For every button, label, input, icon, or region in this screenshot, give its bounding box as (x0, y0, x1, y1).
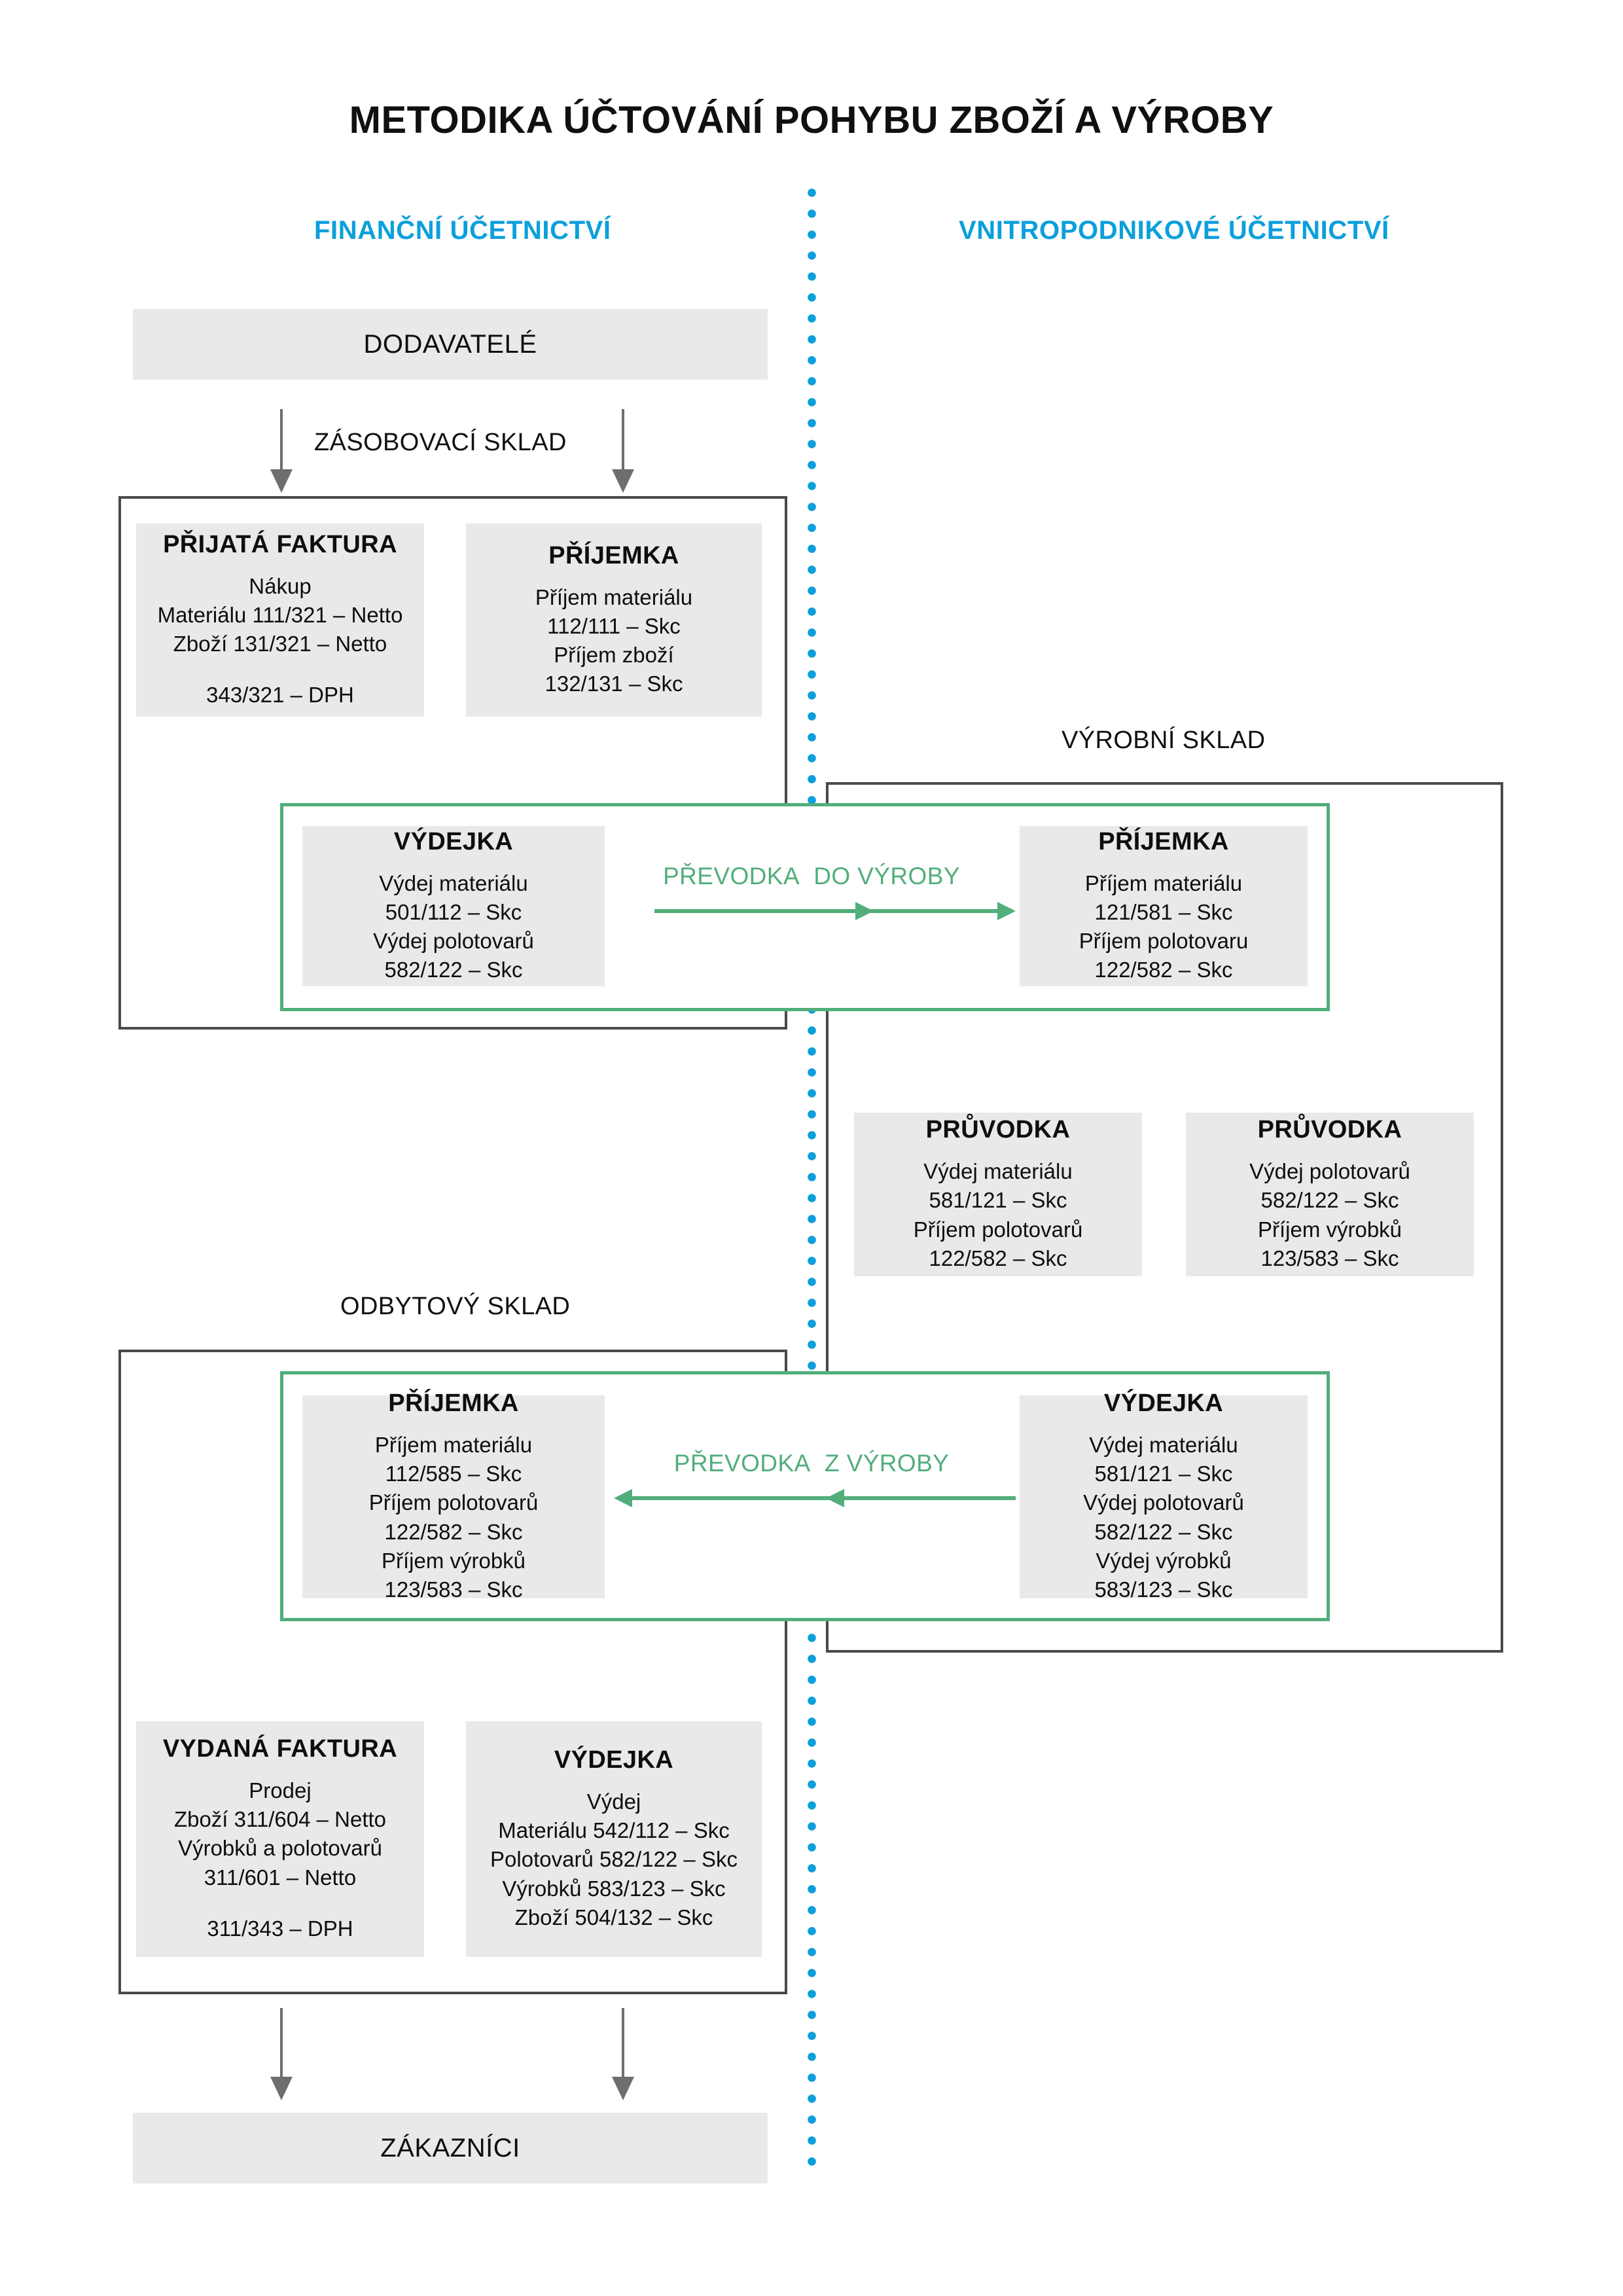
arrow-suppliers-to-invoice (270, 409, 293, 493)
arrow-from-production-left-segment (614, 1489, 830, 1507)
zone-label-vyrobni: VÝROBNÍ SKLAD (1061, 726, 1266, 754)
suppliers-banner: DODAVATELÉ (133, 309, 768, 380)
flow-label-to-production: PŘEVODKA DO VÝROBY (663, 863, 960, 889)
flow-label-from-production: PŘEVODKA Z VÝROBY (673, 1450, 950, 1477)
customers-label: ZÁKAZNÍCI (380, 2133, 520, 2162)
vertical-dotted-divider (808, 188, 816, 2178)
customers-banner: ZÁKAZNÍCI (133, 2113, 768, 2183)
arrow-suppliers-to-receipt (612, 409, 634, 493)
zone-label-zasobovaci: ZÁSOBOVACÍ SKLAD (314, 429, 567, 456)
card-vydana-faktura: VYDANÁ FAKTURA Prodej Zboží 311/604 – Ne… (136, 1721, 424, 1957)
card-vydejka-do-vyroby: VÝDEJKA Výdej materiálu 501/112 – Skc Vý… (302, 826, 605, 986)
arrow-invoice-to-customers (270, 2008, 293, 2103)
card-prijemka-zasobovaci: PŘÍJEMKA Příjem materiálu 112/111 – Skc … (466, 524, 762, 717)
arrow-issue-to-customers (612, 2008, 634, 2103)
card-prijemka-z-vyroby: PŘÍJEMKA Příjem materiálu 112/585 – Skc … (302, 1390, 605, 1602)
card-pruvodka-polotovary: PRŮVODKA Výdej polotovarů 582/122 – Skc … (1186, 1113, 1474, 1276)
card-pruvodka-material: PRŮVODKA Výdej materiálu 581/121 – Skc P… (854, 1113, 1142, 1276)
card-prijata-faktura: PŘIJATÁ FAKTURA Nákup Materiálu 111/321 … (136, 524, 424, 717)
card-vydejka-z-vyroby: VÝDEJKA Výdej materiálu 581/121 – Skc Vý… (1020, 1390, 1308, 1602)
column-heading-financial: FINANČNÍ ÚČETNICTVÍ (314, 216, 611, 245)
suppliers-label: DODAVATELÉ (363, 329, 537, 359)
arrow-from-production-right-segment (826, 1489, 1016, 1507)
card-vydejka-odbytovy: VÝDEJKA Výdej Materiálu 542/112 – Skc Po… (466, 1721, 762, 1957)
page-title: METODIKA ÚČTOVÁNÍ POHYBU ZBOŽÍ A VÝROBY (349, 99, 1274, 141)
arrow-to-production-right-segment (826, 902, 1016, 920)
column-heading-internal: VNITROPODNIKOVÉ ÚČETNICTVÍ (959, 216, 1389, 245)
zone-label-odbytovy: ODBYTOVÝ SKLAD (340, 1293, 571, 1320)
card-prijemka-do-vyroby: PŘÍJEMKA Příjem materiálu 121/581 – Skc … (1020, 826, 1308, 986)
